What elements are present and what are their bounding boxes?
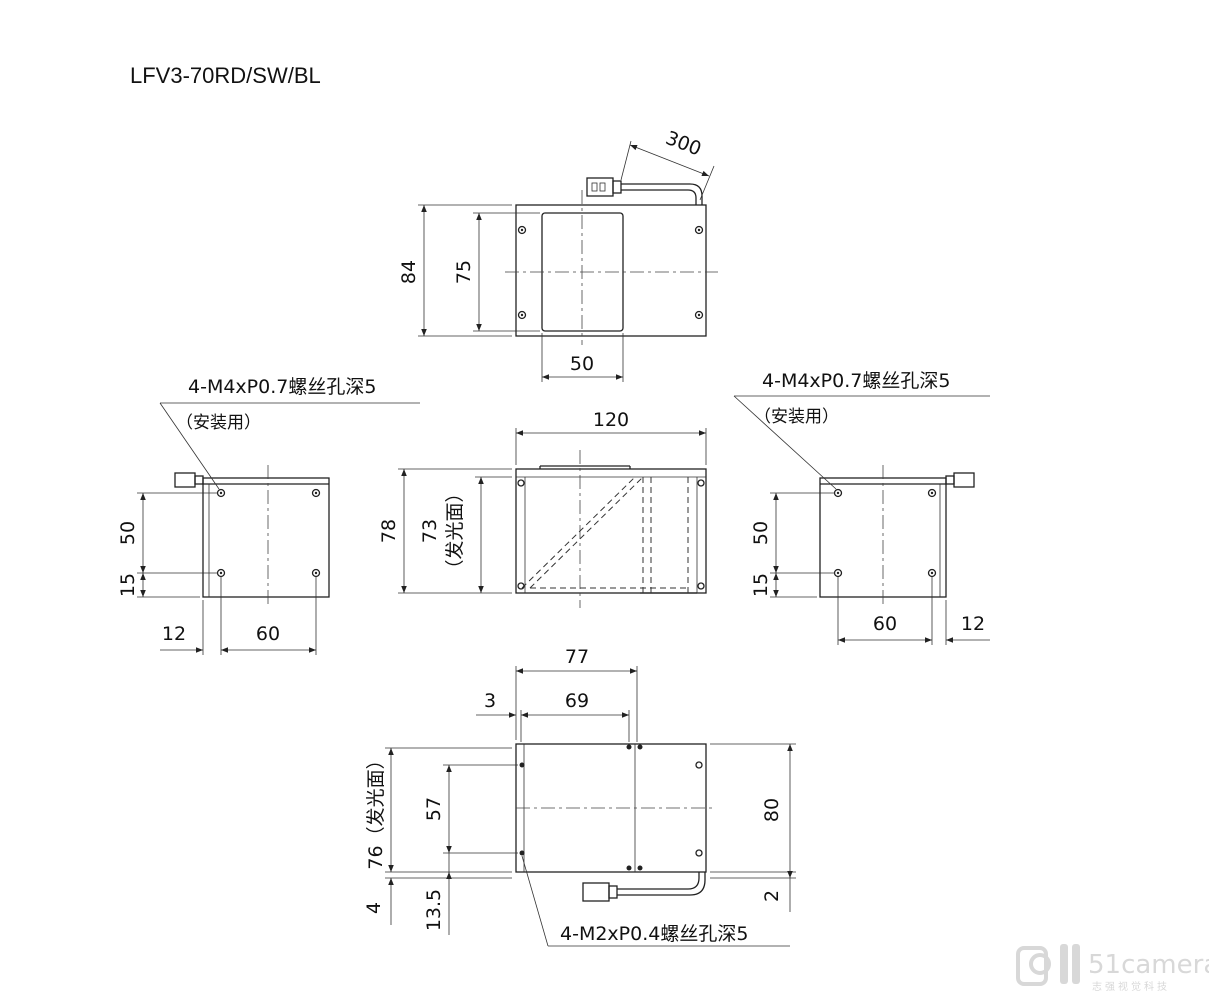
dim-2: 2 bbox=[761, 890, 783, 902]
top-view-body bbox=[515, 204, 707, 337]
top-view: 300 84 75 50 bbox=[398, 127, 718, 382]
dim-15-left: 15 bbox=[117, 573, 139, 597]
dim-73: 73 bbox=[419, 519, 441, 543]
dim-50-right: 50 bbox=[750, 521, 772, 545]
dim-3: 3 bbox=[484, 690, 496, 712]
bottom-view: 77 3 69 76（发光面） 4 57 13.5 80 2 bbox=[363, 646, 796, 947]
watermark-logo-icon bbox=[1016, 944, 1080, 986]
dim-78: 78 bbox=[378, 519, 400, 543]
dim-60-right: 60 bbox=[873, 613, 897, 635]
right-thread-note: 4-M4xP0.7螺丝孔深5 bbox=[762, 370, 950, 392]
bottom-view-cable bbox=[582, 872, 706, 902]
drawing-title: LFV3-70RD/SW/BL bbox=[130, 63, 321, 88]
dim-57: 57 bbox=[423, 797, 445, 821]
watermark-brand: 51camera bbox=[1088, 950, 1209, 980]
dim-12-left: 12 bbox=[162, 623, 186, 645]
right-view: 4-M4xP0.7螺丝孔深5 （安装用） 50 15 60 12 bbox=[733, 370, 990, 645]
dim-84: 84 bbox=[398, 260, 420, 284]
dim-77: 77 bbox=[565, 646, 589, 668]
left-thread-note-sub: （安装用） bbox=[176, 413, 261, 433]
left-view: 4-M4xP0.7螺丝孔深5 （安装用） 50 15 12 60 bbox=[117, 376, 420, 655]
dim-60-left: 60 bbox=[256, 623, 280, 645]
dim-4: 4 bbox=[363, 902, 385, 914]
dim-69: 69 bbox=[565, 690, 589, 712]
dim-12-right: 12 bbox=[961, 613, 985, 635]
dim-13-5: 13.5 bbox=[423, 889, 445, 931]
dim-80: 80 bbox=[761, 798, 783, 822]
dim-76: 76（发光面） bbox=[365, 750, 387, 869]
dim-300: 300 bbox=[663, 127, 705, 161]
dim-50-left: 50 bbox=[117, 521, 139, 545]
front-view-body bbox=[515, 468, 707, 594]
left-thread-note: 4-M4xP0.7螺丝孔深5 bbox=[188, 376, 376, 398]
watermark: 51camera 志强视觉科技 bbox=[1016, 944, 1209, 993]
dim-120: 120 bbox=[593, 409, 629, 431]
top-view-screw-holes bbox=[517, 225, 704, 320]
front-view: 120 78 73 （发光面） bbox=[378, 409, 707, 608]
dim-50-top: 50 bbox=[570, 353, 594, 375]
emitting-surface-label: （发光面） bbox=[444, 483, 466, 578]
right-thread-note-sub: （安装用） bbox=[754, 407, 839, 427]
bottom-thread-note: 4-M2xP0.4螺丝孔深5 bbox=[560, 923, 748, 945]
top-view-cable bbox=[586, 177, 703, 205]
left-view-body bbox=[202, 477, 330, 598]
dim-75: 75 bbox=[453, 260, 475, 284]
dim-15-right: 15 bbox=[750, 573, 772, 597]
watermark-tagline: 志强视觉科技 bbox=[1092, 980, 1170, 993]
